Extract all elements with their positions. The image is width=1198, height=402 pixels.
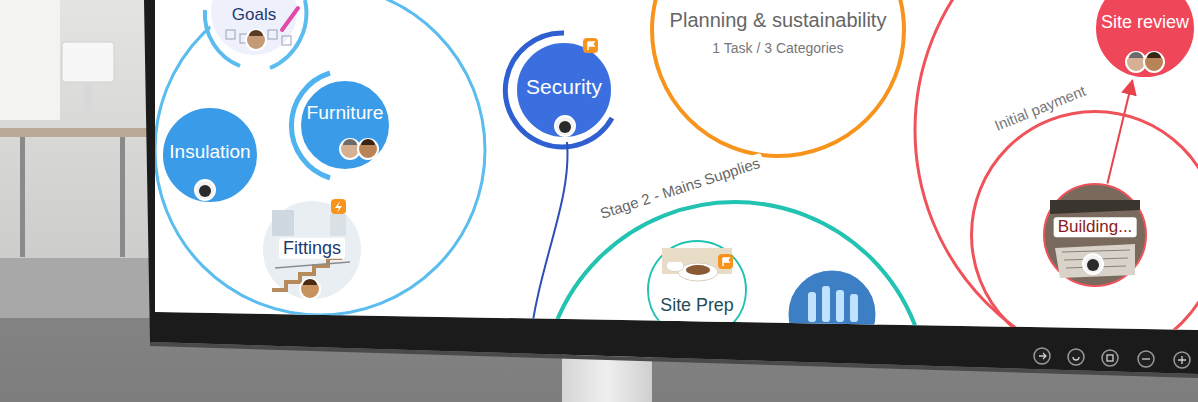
category-circle: Initial paymentBuilding... (970, 110, 1198, 332)
app-screen: GoalsFurnitureInsulationFittings Security… (155, 0, 1198, 332)
category-circle: Planning & sustainability 1 Task / 3 Cate… (650, 0, 906, 158)
arrow-connector (1107, 80, 1132, 183)
node-title: Planning & sustainability (670, 9, 887, 32)
node-subtitle: 1 Task / 3 Categories (712, 40, 843, 56)
button-icons (1039, 353, 1186, 364)
node-circle (516, 42, 613, 139)
text-slot: Security (526, 75, 602, 99)
task-bubble: Insulation (160, 105, 260, 205)
office-wall (0, 0, 160, 300)
category-circle: Stage 2 - Mains SuppliesSite Prep (540, 200, 930, 332)
group-ring (155, 0, 485, 315)
node-title: Furniture (307, 102, 384, 124)
node-circle (300, 80, 391, 171)
node-circle (652, 0, 904, 156)
text-slot: Building... (1054, 217, 1137, 237)
office-floor (0, 258, 160, 318)
task-bubble: Furniture (298, 78, 392, 172)
node-outline (647, 240, 747, 332)
desk-leg (120, 137, 125, 257)
task-bubble: Security (514, 40, 614, 140)
monitor-buttons (1034, 348, 1190, 368)
text-slot: Stage 2 - Mains Supplies (594, 153, 766, 223)
text-slot: Fittings (279, 238, 345, 259)
text-slot: Insulation (169, 141, 250, 163)
node-layer: GoalsFurnitureInsulationFittings Security… (155, 0, 1198, 332)
node-title: Site Prep (656, 295, 737, 316)
office-desk (0, 128, 150, 137)
desk-leg (20, 137, 25, 257)
office-monitor (62, 42, 114, 82)
status-badges (331, 38, 733, 269)
text-slot: Initial payment (988, 80, 1092, 135)
node-title: Fittings (279, 238, 345, 259)
photo-bubble (787, 269, 877, 332)
siteprep-photo (662, 248, 732, 281)
node-title: Security (526, 75, 602, 99)
avatars (195, 30, 1164, 299)
node-title: Goals (232, 5, 276, 25)
task-bubble: Goals (208, 0, 300, 58)
node-circle (972, 112, 1198, 333)
node-pictures (155, 0, 1198, 332)
node-circle (210, 0, 299, 57)
goals-photo (226, 8, 298, 45)
task-bubble: Site Prep (647, 240, 747, 332)
node-outline (298, 78, 392, 172)
group-ring (915, 0, 1198, 332)
node-circle (1044, 184, 1146, 286)
text-slot: Furniture (307, 102, 384, 124)
node-title: Initial payment (988, 80, 1092, 135)
node-title: Site review (1101, 12, 1189, 33)
fittings-photo (272, 210, 350, 290)
link-line (530, 142, 568, 332)
node-title: Building... (1054, 217, 1137, 237)
bottles-photo (808, 286, 858, 322)
office-monitor-stand (84, 82, 92, 112)
text-slot: Planning & sustainability (670, 9, 887, 32)
task-bubble: Site review (1093, 0, 1197, 80)
node-title: Stage 2 - Mains Supplies (594, 153, 766, 223)
node-circle (1095, 0, 1196, 79)
node-circle (262, 200, 363, 301)
task-bubble: Fittings (260, 198, 364, 302)
task-bubble: Building... (1043, 183, 1147, 287)
node-circle (648, 241, 746, 332)
node-title: Insulation (169, 141, 250, 163)
building-photo (1050, 200, 1140, 278)
node-circle (162, 107, 259, 204)
text-slot: Goals (232, 5, 276, 25)
bezel-edge (150, 342, 1198, 378)
text-slot: 1 Task / 3 Categories (712, 40, 843, 56)
text-slot: Site review (1101, 12, 1189, 33)
progress-arc (505, 33, 612, 147)
office-window (0, 0, 60, 120)
text-slot: Site Prep (656, 295, 737, 316)
